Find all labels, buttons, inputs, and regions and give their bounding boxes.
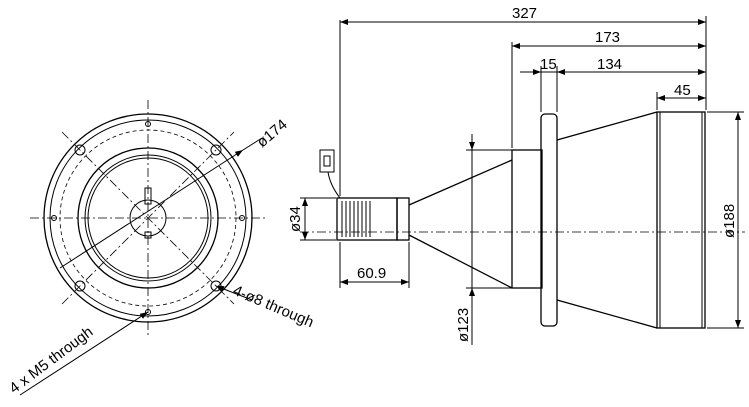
through-holes-note: 4-ø8 through [230, 282, 316, 331]
dim-cone-length: 134 [597, 56, 622, 73]
dim-mount-diameter: ø123 [455, 308, 472, 342]
side-view [300, 111, 745, 329]
dim-camera-diameter: ø34 [287, 206, 304, 232]
bolt-circle-label: ø174 [254, 116, 291, 151]
dim-front-ring-length: 45 [674, 82, 691, 99]
dim-front-diameter: ø188 [721, 204, 738, 238]
front-view [19, 100, 268, 396]
tapped-holes-note: 4 x M5 through [6, 323, 96, 397]
dimension-lines [300, 16, 744, 345]
dim-housing-length: 173 [595, 29, 620, 46]
dim-overall-length: 327 [512, 5, 537, 22]
dim-flange-thickness: 15 [540, 56, 557, 73]
dim-camera-length: 60.9 [357, 265, 386, 282]
